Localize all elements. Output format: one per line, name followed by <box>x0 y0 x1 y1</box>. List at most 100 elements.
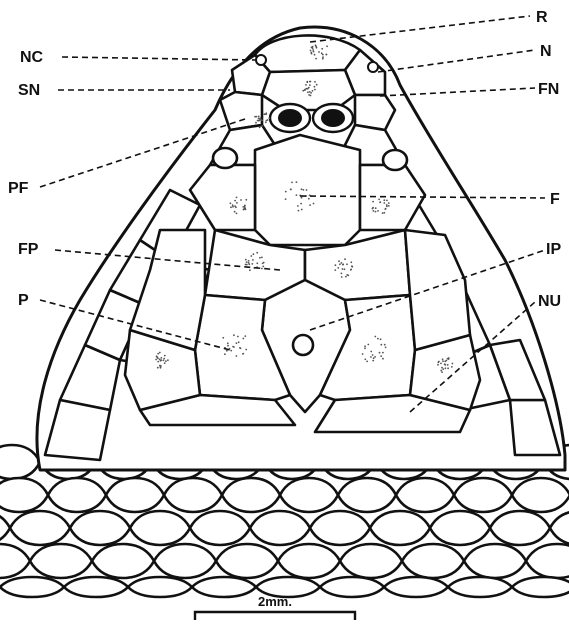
stipple-dot <box>314 86 316 88</box>
body-scale <box>430 511 490 545</box>
right-canthal-scale <box>383 150 407 170</box>
stipple-dot <box>306 189 308 191</box>
stipple-dot <box>444 364 446 366</box>
stipple-dot <box>253 253 255 255</box>
stipple-dot <box>364 347 366 349</box>
stipple-dot <box>296 181 298 183</box>
stipple-dot <box>377 210 379 212</box>
stipple-dot <box>157 367 159 369</box>
stipple-dot <box>224 353 226 355</box>
stipple-dot <box>318 51 320 53</box>
body-scale <box>164 478 222 512</box>
stipple-dot <box>312 90 314 92</box>
stipple-dot <box>301 188 303 190</box>
stipple-dot <box>258 118 260 120</box>
stipple-dot <box>386 200 388 202</box>
stipple-dot <box>254 116 256 118</box>
stipple-dot <box>248 260 250 262</box>
stipple-dot <box>447 367 449 369</box>
label-frontoparietal: FP <box>18 241 39 258</box>
stipple-dot <box>440 370 442 372</box>
stipple-dot <box>163 358 165 360</box>
stipple-dot <box>259 127 261 129</box>
stipple-dot <box>246 261 248 263</box>
body-scale <box>128 577 192 597</box>
stipple-dot <box>257 120 259 122</box>
stipple-dot <box>345 276 347 278</box>
stipple-dot <box>379 201 381 203</box>
stipple-dot <box>445 367 447 369</box>
stipple-dot <box>245 259 247 261</box>
stipple-dot <box>251 263 253 265</box>
stipple-dot <box>372 360 374 362</box>
stipple-dot <box>380 338 382 340</box>
stipple-dot <box>235 206 237 208</box>
stipple-dot <box>236 342 238 344</box>
stipple-dot <box>230 350 232 352</box>
stipple-dot <box>367 344 369 346</box>
stipple-dot <box>388 202 390 204</box>
scale-bar-label: 2mm. <box>258 594 292 609</box>
stipple-dot <box>305 84 307 86</box>
stipple-dot <box>442 368 444 370</box>
body-scale <box>190 511 250 545</box>
body-scale <box>216 544 278 578</box>
stipple-dot <box>384 344 386 346</box>
stipple-dot <box>314 54 316 56</box>
stipple-dot <box>157 353 159 355</box>
frontal-scale <box>255 135 360 245</box>
stipple-dot <box>364 345 366 347</box>
stipple-dot <box>338 260 340 262</box>
stipple-dot <box>451 366 453 368</box>
stipple-dot <box>290 188 292 190</box>
stipple-dot <box>237 336 239 338</box>
label-rostral: R <box>536 9 548 26</box>
stipple-dot <box>385 208 387 210</box>
stipple-dot <box>326 45 328 47</box>
stipple-dot <box>262 266 264 268</box>
stipple-dot <box>314 89 316 91</box>
left-canthal-scale <box>213 148 237 168</box>
stipple-dot <box>372 201 374 203</box>
stipple-dot <box>304 89 306 91</box>
body-scale <box>222 478 280 512</box>
body-scale <box>70 511 130 545</box>
stipple-dot <box>236 202 238 204</box>
stipple-dot <box>262 263 264 265</box>
stipple-dot <box>159 365 161 367</box>
stipple-dot <box>379 352 381 354</box>
stipple-dot <box>383 212 385 214</box>
body-scale <box>0 511 10 545</box>
left-nostril <box>256 55 266 65</box>
stipple-dot <box>232 346 234 348</box>
label-nasal-cleft: NC <box>20 49 44 66</box>
body-scale <box>370 511 430 545</box>
label-parietal: P <box>18 292 29 309</box>
stipple-dot <box>375 207 377 209</box>
stipple-dot <box>326 54 328 56</box>
body-scale <box>310 511 370 545</box>
stipple-dot <box>312 47 314 49</box>
stipple-dot <box>437 362 439 364</box>
stipple-dot <box>347 275 349 277</box>
stipple-dot <box>164 355 166 357</box>
stipple-dot <box>344 258 346 260</box>
stipple-dot <box>245 264 247 266</box>
stipple-dot <box>265 113 267 115</box>
stipple-dot <box>373 210 375 212</box>
stipple-dot <box>441 371 443 373</box>
stipple-dot <box>382 212 384 214</box>
body-scale <box>278 544 340 578</box>
stipple-dot <box>342 263 344 265</box>
body-scale <box>338 478 396 512</box>
stipple-dot <box>322 54 324 56</box>
right-nostril <box>368 62 378 72</box>
stipple-dot <box>372 354 374 356</box>
stipple-dot <box>339 263 341 265</box>
body-scale <box>464 544 526 578</box>
stipple-dot <box>362 353 364 355</box>
stipple-dot <box>157 361 159 363</box>
stipple-dot <box>316 84 318 86</box>
label-frontonasal: FN <box>538 81 559 98</box>
stipple-dot <box>300 203 302 205</box>
